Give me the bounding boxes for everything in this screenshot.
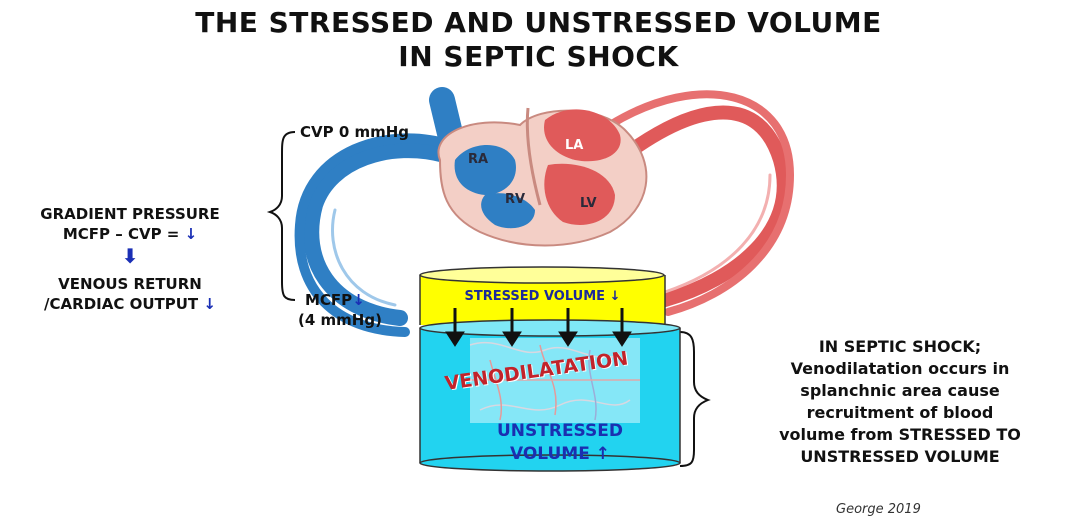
septic-line-3: splanchnic area cause [730, 381, 1070, 401]
down-arrow-icon: ↓ [185, 225, 198, 243]
septic-line-1: IN SEPTIC SHOCK; [730, 337, 1070, 357]
cardiac-output-text: /CARDIAC OUTPUT [44, 295, 203, 313]
unstressed-line-1: UNSTRESSED [425, 420, 695, 443]
gradient-formula: MCFP – CVP = [63, 225, 185, 243]
credit: George 2019 [836, 502, 921, 517]
septic-line-4: recruitment of blood [730, 403, 1070, 423]
down-arrow-icon: ↓ [203, 295, 216, 313]
mcfp-value: (4 mmHg) [298, 310, 382, 330]
unstressed-line-2: VOLUME ↑ [425, 443, 695, 466]
la-label: LA [565, 138, 583, 153]
mcfp-label: MCFP↓ [305, 290, 365, 310]
up-arrow-icon: ↑ [596, 444, 610, 464]
mcfp-text: MCFP [305, 291, 352, 309]
gradient-line-1: GRADIENT PRESSURE [10, 204, 250, 224]
septic-line-2: Venodilatation occurs in [730, 359, 1070, 379]
down-arrow-icon: ↓ [352, 291, 365, 309]
venous-return-line-2: /CARDIAC OUTPUT ↓ [10, 294, 250, 314]
septic-line-6: UNSTRESSED VOLUME [730, 447, 1070, 467]
bracket-left [270, 132, 295, 300]
ra-label: RA [468, 152, 488, 167]
lv-label: LV [580, 196, 597, 211]
cvp-label: CVP 0 mmHg [300, 122, 409, 142]
unstressed-volume-label: UNSTRESSED VOLUME ↑ [425, 420, 695, 466]
down-arrow-icon: ↓ [610, 289, 621, 304]
stressed-volume-label: STRESSED VOLUME ↓ [420, 289, 665, 304]
heart [438, 108, 646, 246]
gradient-line-2: MCFP – CVP = ↓ [10, 224, 250, 244]
big-down-arrow-icon: ⬇ [10, 246, 250, 266]
venous-return-line-1: VENOUS RETURN [10, 274, 250, 294]
rv-label: RV [505, 192, 525, 207]
unstressed-volume-text: VOLUME [510, 444, 596, 464]
stressed-volume-text: STRESSED VOLUME [465, 289, 610, 304]
septic-line-5: volume from STRESSED TO [730, 425, 1070, 445]
